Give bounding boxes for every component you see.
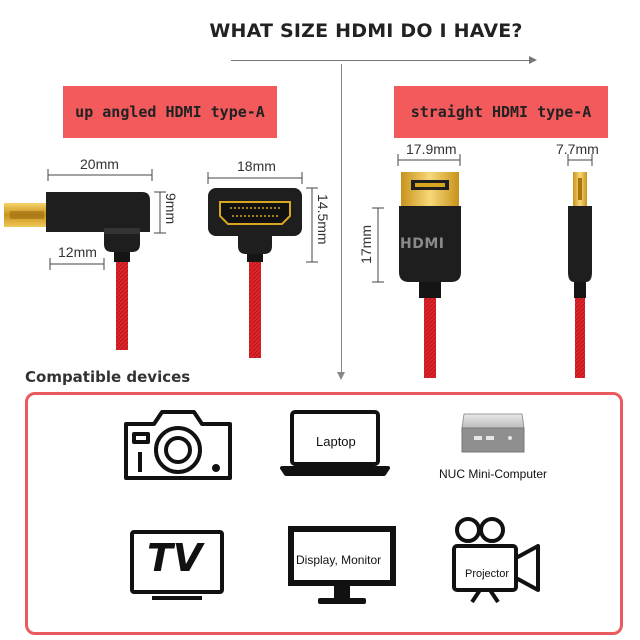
projector-icon [452, 517, 540, 604]
straight-plug-side-illustration [568, 172, 592, 378]
dim-angled-width: 20mm [80, 156, 119, 172]
tv-icon [130, 530, 224, 600]
devices-title: Compatible devices [25, 368, 191, 386]
mini-computer-icon [461, 413, 525, 453]
tv-label: TV [147, 536, 203, 580]
straight-plug-front-illustration [399, 172, 461, 378]
straight-label: straight HDMI type-A [394, 86, 608, 138]
dim-straight-thickness: 7.7mm [556, 141, 599, 157]
divider-arrow-head [337, 372, 345, 380]
dim-angled-height: 9mm [163, 193, 179, 225]
up-angled-label: up angled HDMI type-A [63, 86, 277, 138]
dim-face-width: 18mm [237, 158, 276, 174]
dim-angled-depth: 12mm [58, 244, 97, 260]
dim-straight-height: 17mm [358, 225, 374, 264]
nuc-label: NUC Mini-Computer [439, 467, 548, 481]
monitor-label: Display, Monitor [296, 553, 382, 567]
camera-icon [124, 410, 232, 480]
angled-plug-face-illustration [208, 188, 302, 358]
dim-straight-width: 17.9mm [406, 141, 457, 157]
dim-face-height: 14.5mm [315, 194, 331, 245]
laptop-label: Laptop [316, 434, 356, 449]
dimension-lines [47, 154, 593, 283]
title-arrow-head [529, 56, 537, 64]
laptop-icon [280, 410, 390, 476]
angled-plug-side-illustration [4, 192, 150, 350]
devices-panel [25, 392, 623, 635]
projector-label: Projector [465, 568, 510, 580]
hdmi-logo: HDMI [400, 236, 445, 252]
divider-line [341, 64, 342, 374]
page-title: WHAT SIZE HDMI DO I HAVE? [209, 20, 523, 42]
title-arrow-line [231, 60, 531, 61]
monitor-icon [288, 526, 396, 604]
